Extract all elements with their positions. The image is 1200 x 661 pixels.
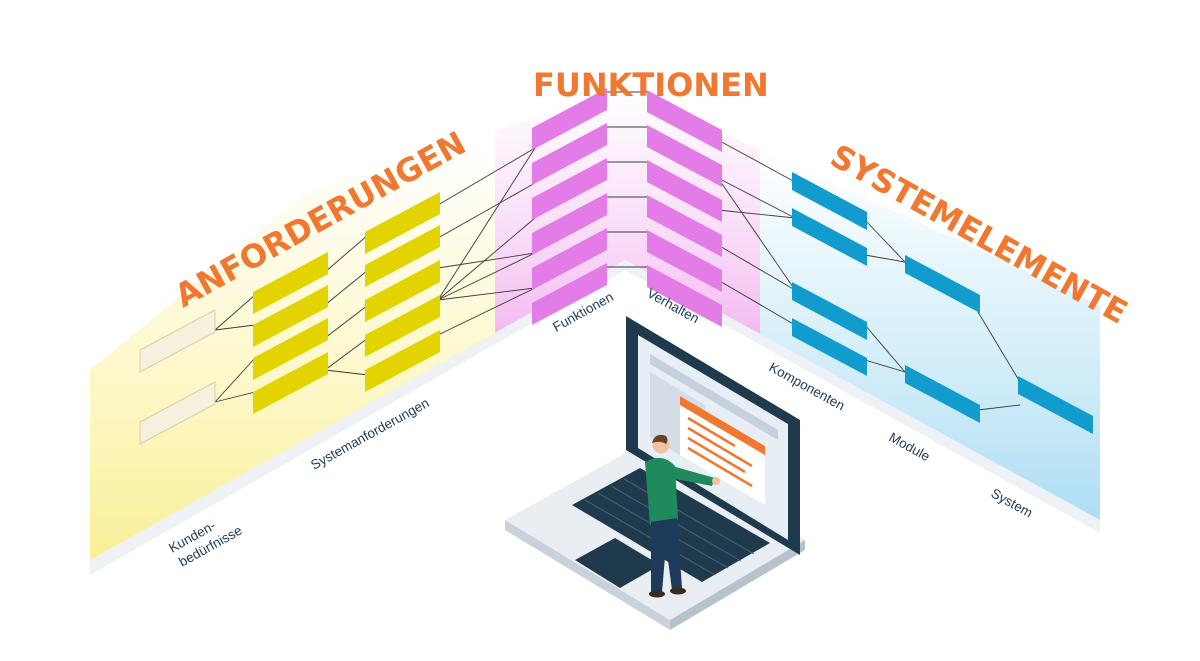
- laptop-illustration: [505, 316, 805, 630]
- person-shoe-left: [649, 591, 665, 598]
- title-funktionen: FUNKTIONEN: [533, 66, 769, 104]
- person-hand: [712, 477, 720, 485]
- person-shoe-right: [670, 588, 686, 595]
